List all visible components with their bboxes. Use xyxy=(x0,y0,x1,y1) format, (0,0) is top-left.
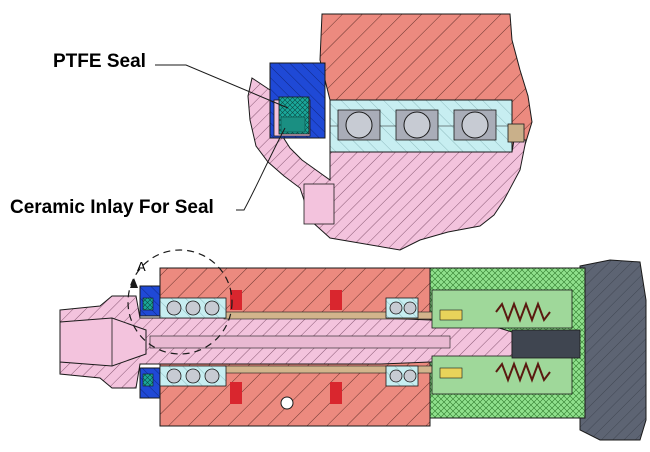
bearing-balls-detail xyxy=(337,109,497,141)
bearing-rear-bottom xyxy=(385,365,419,387)
motor-body xyxy=(579,259,647,441)
detail-view xyxy=(155,13,533,251)
ptfe-seal-label: PTFE Seal xyxy=(53,51,146,72)
housing-port xyxy=(280,396,294,410)
shaft-recess xyxy=(303,183,335,225)
bearing-front-bottom xyxy=(159,365,227,387)
ptfe-leader xyxy=(155,64,289,109)
spring-bottom xyxy=(495,361,551,383)
ceramic-inlay-label: Ceramic Inlay For Seal xyxy=(10,197,214,218)
spring-top xyxy=(495,301,551,323)
section-view xyxy=(59,249,647,441)
bearing-front-top xyxy=(159,297,227,319)
bearing-rear-top xyxy=(385,297,419,319)
detail-arrow xyxy=(130,278,138,288)
detail-circle-a xyxy=(127,249,233,355)
spindle-nose xyxy=(59,317,147,367)
detail-marker-label: A xyxy=(137,259,146,274)
ceramic-leader xyxy=(236,127,286,211)
housing-detail xyxy=(319,13,533,151)
